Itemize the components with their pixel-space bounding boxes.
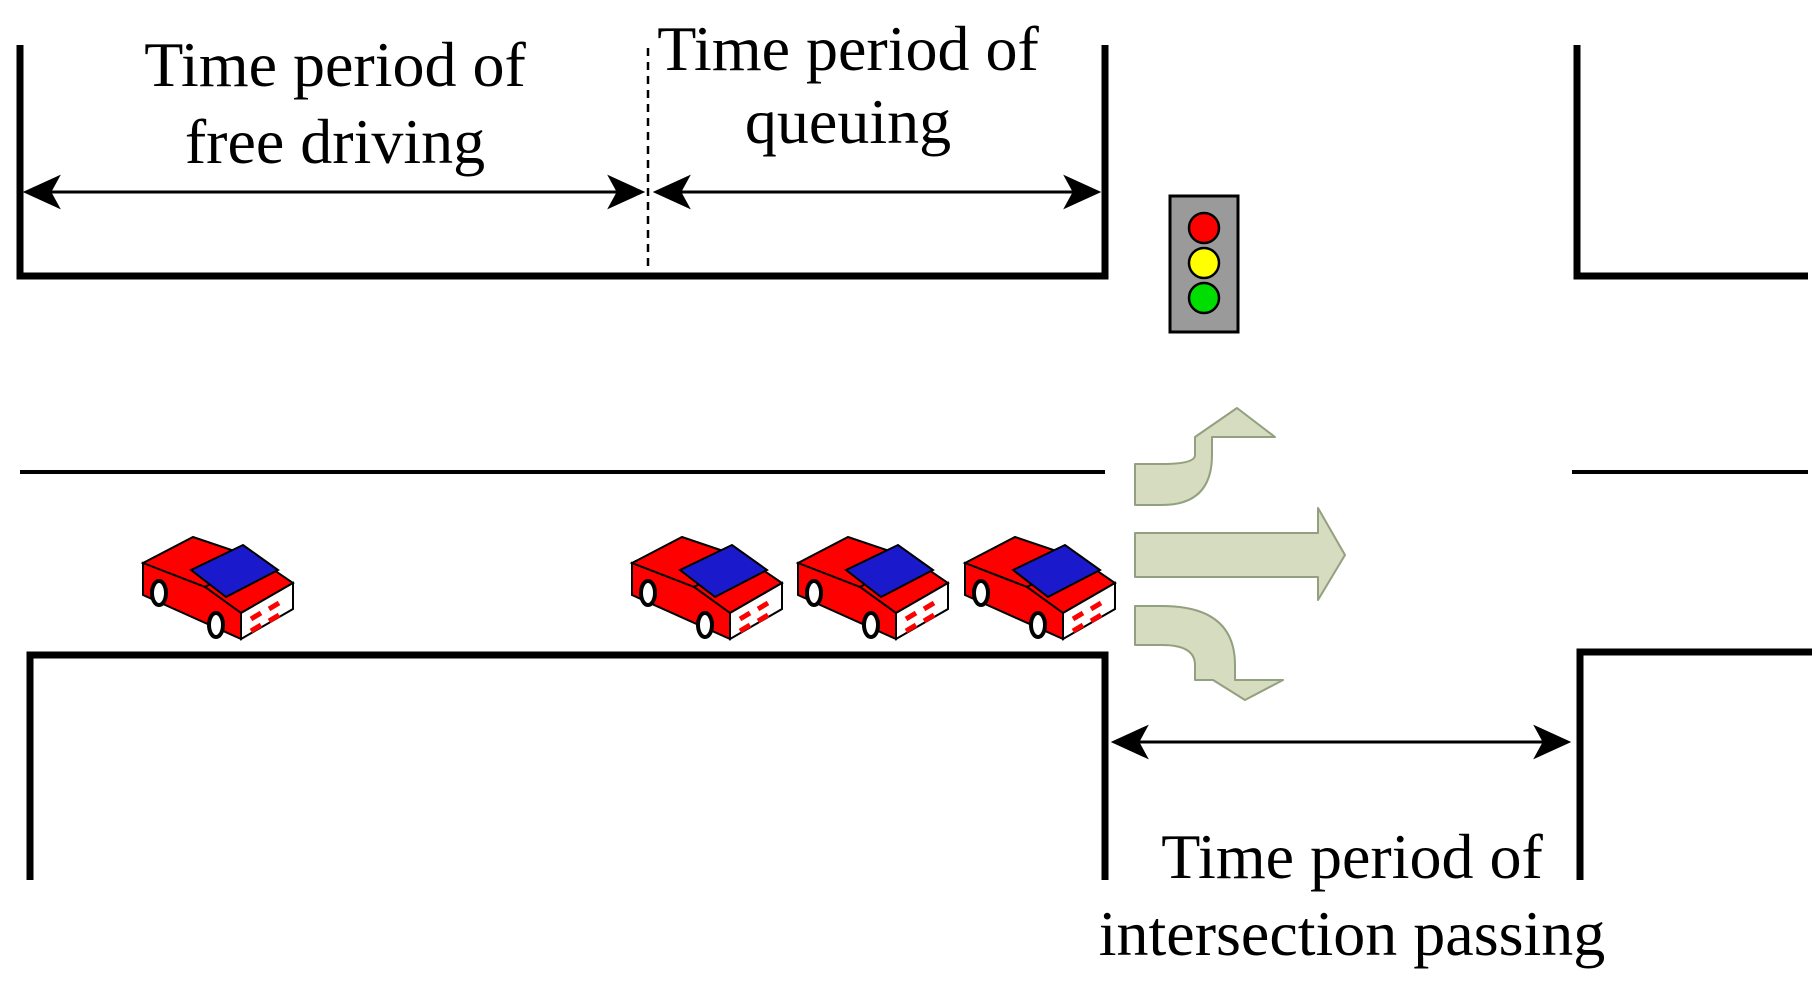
intersection-label-line2: intersection passing xyxy=(1099,898,1606,969)
upper-right-curb xyxy=(1573,45,1808,280)
car-icon xyxy=(798,537,948,639)
straight-arrow-icon xyxy=(1134,507,1346,601)
queuing-label-line1: Time period of xyxy=(657,13,1039,84)
road-edges xyxy=(16,45,1812,880)
upper-left-curb xyxy=(16,45,1109,280)
traffic-light-green xyxy=(1187,281,1221,315)
queuing-label-line2: queuing xyxy=(745,86,951,157)
car-icon xyxy=(143,537,293,639)
lower-right-curb xyxy=(1576,648,1812,880)
traffic-light-yellow xyxy=(1187,246,1221,280)
car-icon xyxy=(965,537,1115,639)
lower-left-curb xyxy=(26,651,1109,880)
turn-left-arrow-icon xyxy=(1134,407,1276,506)
free-driving-label-line1: Time period of xyxy=(144,29,526,100)
traffic-light-red xyxy=(1187,211,1221,245)
car-icon xyxy=(632,537,782,639)
free-driving-label-line2: free driving xyxy=(185,106,485,177)
traffic-light-icon xyxy=(1168,194,1240,334)
intersection-label-line1: Time period of xyxy=(1161,821,1543,892)
turn-right-arrow-icon xyxy=(1134,605,1284,701)
